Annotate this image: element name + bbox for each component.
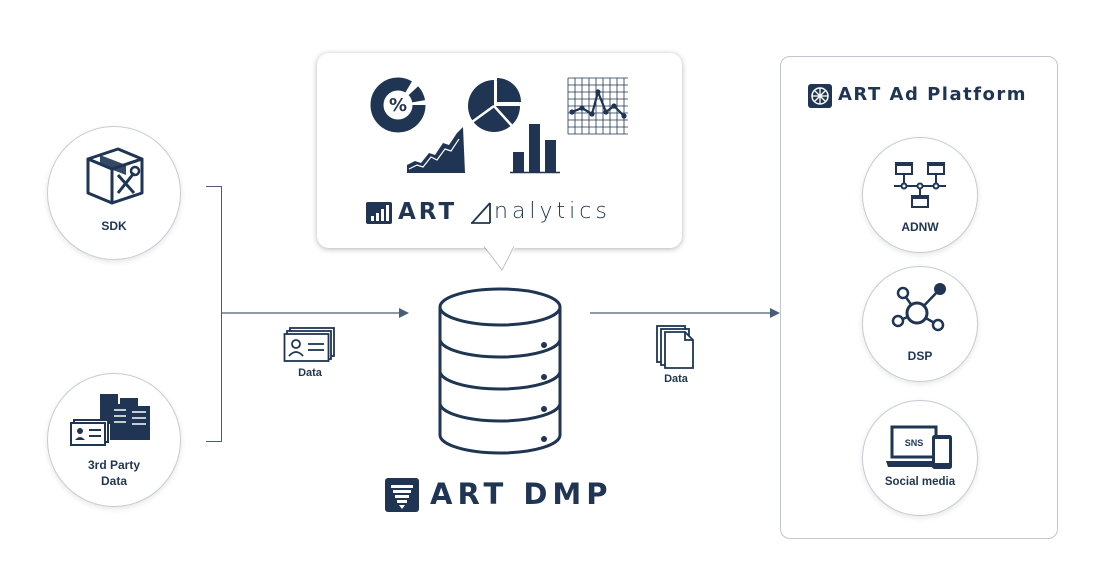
arrow-to-ad-platform (590, 308, 780, 318)
adnw-label: ADNW (901, 220, 939, 234)
left-data-label: Data (298, 367, 322, 379)
area-growth-icon (407, 127, 465, 173)
sdk-node: SDK (47, 126, 181, 260)
dmp-logo-icon (385, 478, 419, 512)
documents-icon (656, 325, 694, 369)
third-party-label-line1: 3rd Party (87, 458, 141, 472)
dmp-brand-name: ART DMP (430, 477, 613, 511)
social-media-node: SNS Social media (862, 400, 978, 516)
arrow-to-dmp (221, 308, 409, 318)
adnw-node: ADNW (862, 137, 978, 253)
pie-chart-icon (468, 78, 521, 132)
analytics-brand-art: ART (398, 199, 458, 225)
servers-cards-icon (70, 394, 150, 446)
svg-text:%: % (389, 95, 407, 116)
social-media-label: Social media (884, 476, 956, 488)
source-bracket-top (206, 186, 222, 188)
analytics-brand-name: nalytics (494, 199, 611, 224)
box-tools-icon (86, 147, 144, 205)
bubble-pointer (483, 246, 516, 271)
dsp-label: DSP (907, 349, 933, 363)
id-card-icon (283, 327, 335, 362)
svg-text:SNS: SNS (905, 438, 924, 448)
hub-icon (891, 283, 946, 332)
devices-icon: SNS (886, 425, 952, 469)
analytics-slash-a (471, 202, 491, 224)
third-party-label-line2: Data (100, 474, 127, 488)
ad-platform-logo-icon (808, 84, 832, 108)
network-icon (894, 162, 946, 208)
dsp-node: DSP (862, 266, 978, 382)
source-bracket-bottom (206, 441, 222, 443)
right-data-label: Data (664, 373, 688, 385)
bar-chart-icon (510, 124, 560, 174)
source-bracket-vertical (221, 186, 223, 442)
third-party-node: 3rd Party Data (47, 373, 181, 507)
donut-percent-icon: % (370, 77, 426, 133)
analytics-logo-icon (366, 202, 392, 224)
grid-line-chart-icon (567, 77, 628, 135)
ad-platform-title: ART Ad Platform (838, 84, 1028, 105)
database-icon (438, 287, 562, 455)
sdk-label: SDK (101, 219, 127, 233)
